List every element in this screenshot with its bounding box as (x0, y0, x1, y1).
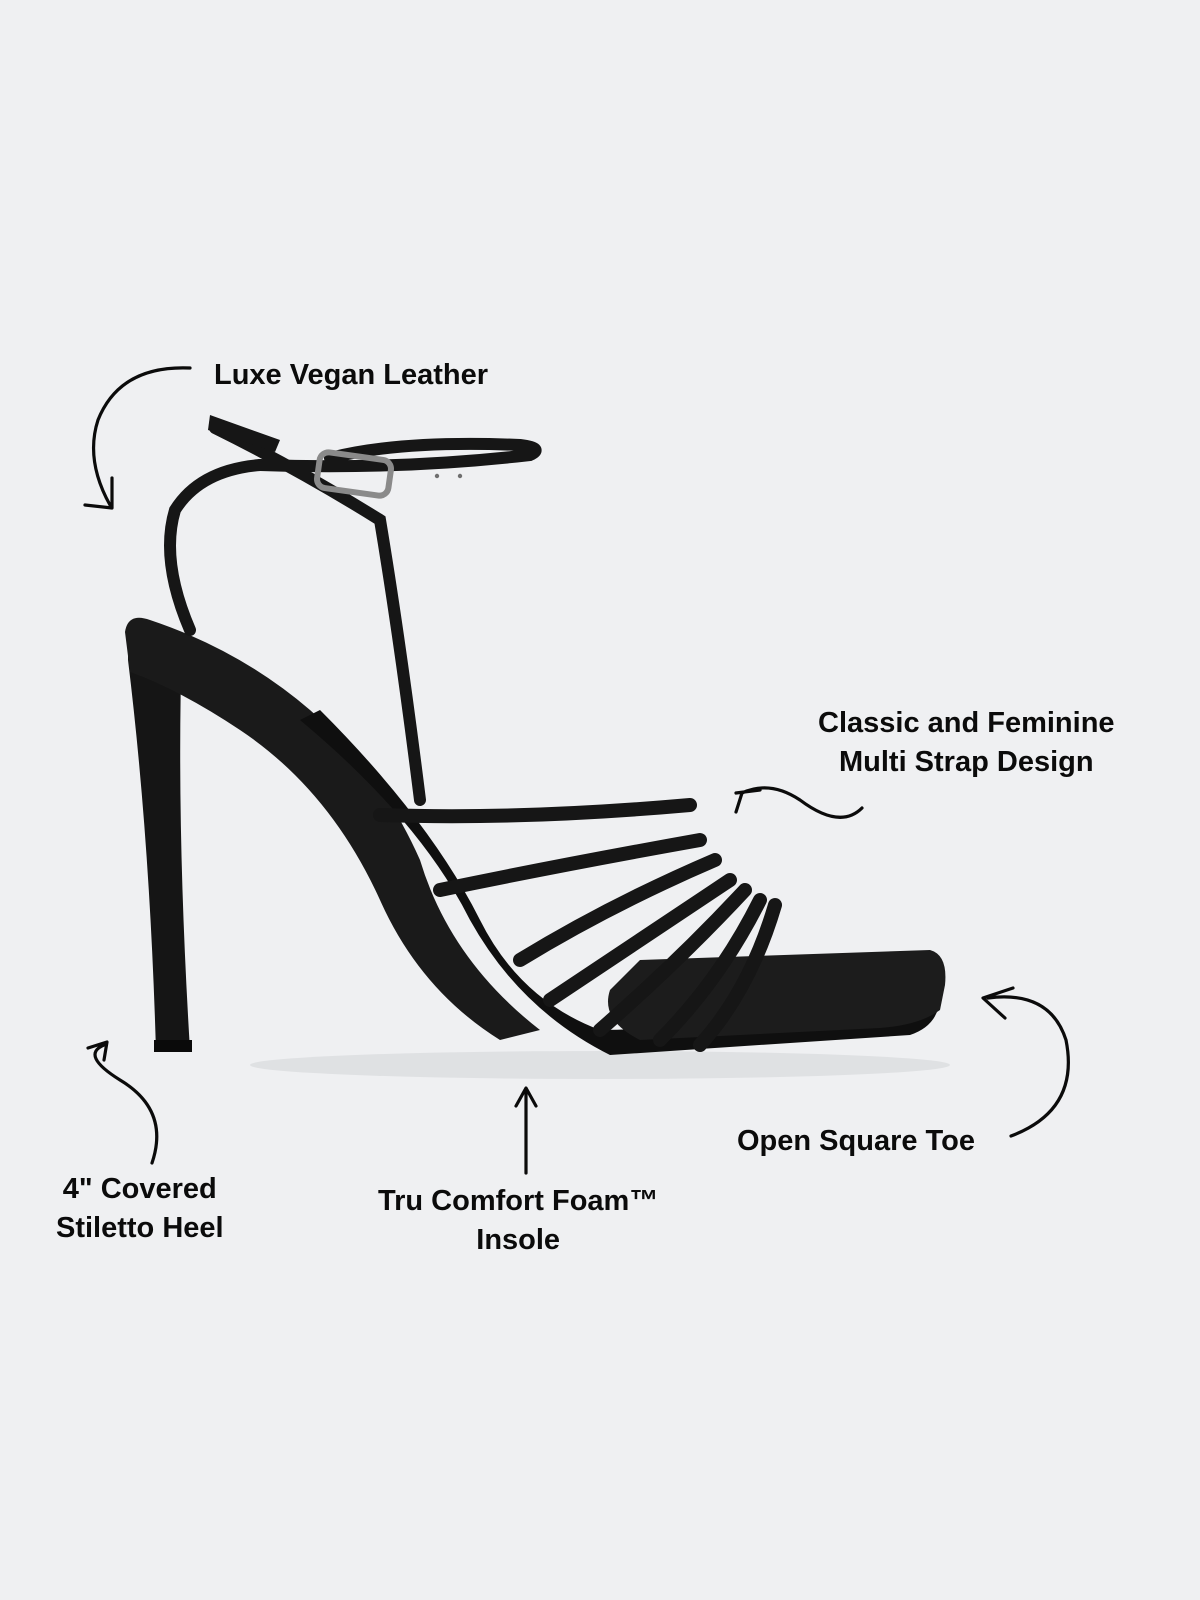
callout-straps: Classic and Feminine Multi Strap Design (818, 704, 1115, 782)
callout-text: 4" Covered (62, 1173, 217, 1205)
callout-text: Tru Comfort Foam™ (378, 1185, 659, 1217)
callout-leather: Luxe Vegan Leather (214, 356, 488, 395)
callout-text: Open Square Toe (737, 1125, 975, 1157)
callout-text: Insole (476, 1224, 561, 1256)
arrow-leather-icon (83, 366, 192, 510)
arrow-straps-icon (734, 786, 864, 819)
arrow-insole-icon (514, 1086, 538, 1175)
callout-insole: Tru Comfort Foam™ Insole (378, 1182, 658, 1260)
arrow-toe-icon (981, 986, 1070, 1138)
callout-text: Classic and Feminine (818, 707, 1115, 739)
arrow-heel-icon (86, 1040, 159, 1165)
callout-heel: 4" Covered Stiletto Heel (56, 1170, 224, 1248)
callout-text: Multi Strap Design (838, 746, 1094, 778)
callout-toe: Open Square Toe (737, 1122, 975, 1161)
callout-text: Luxe Vegan Leather (214, 359, 488, 391)
callout-text: Stiletto Heel (56, 1212, 224, 1244)
